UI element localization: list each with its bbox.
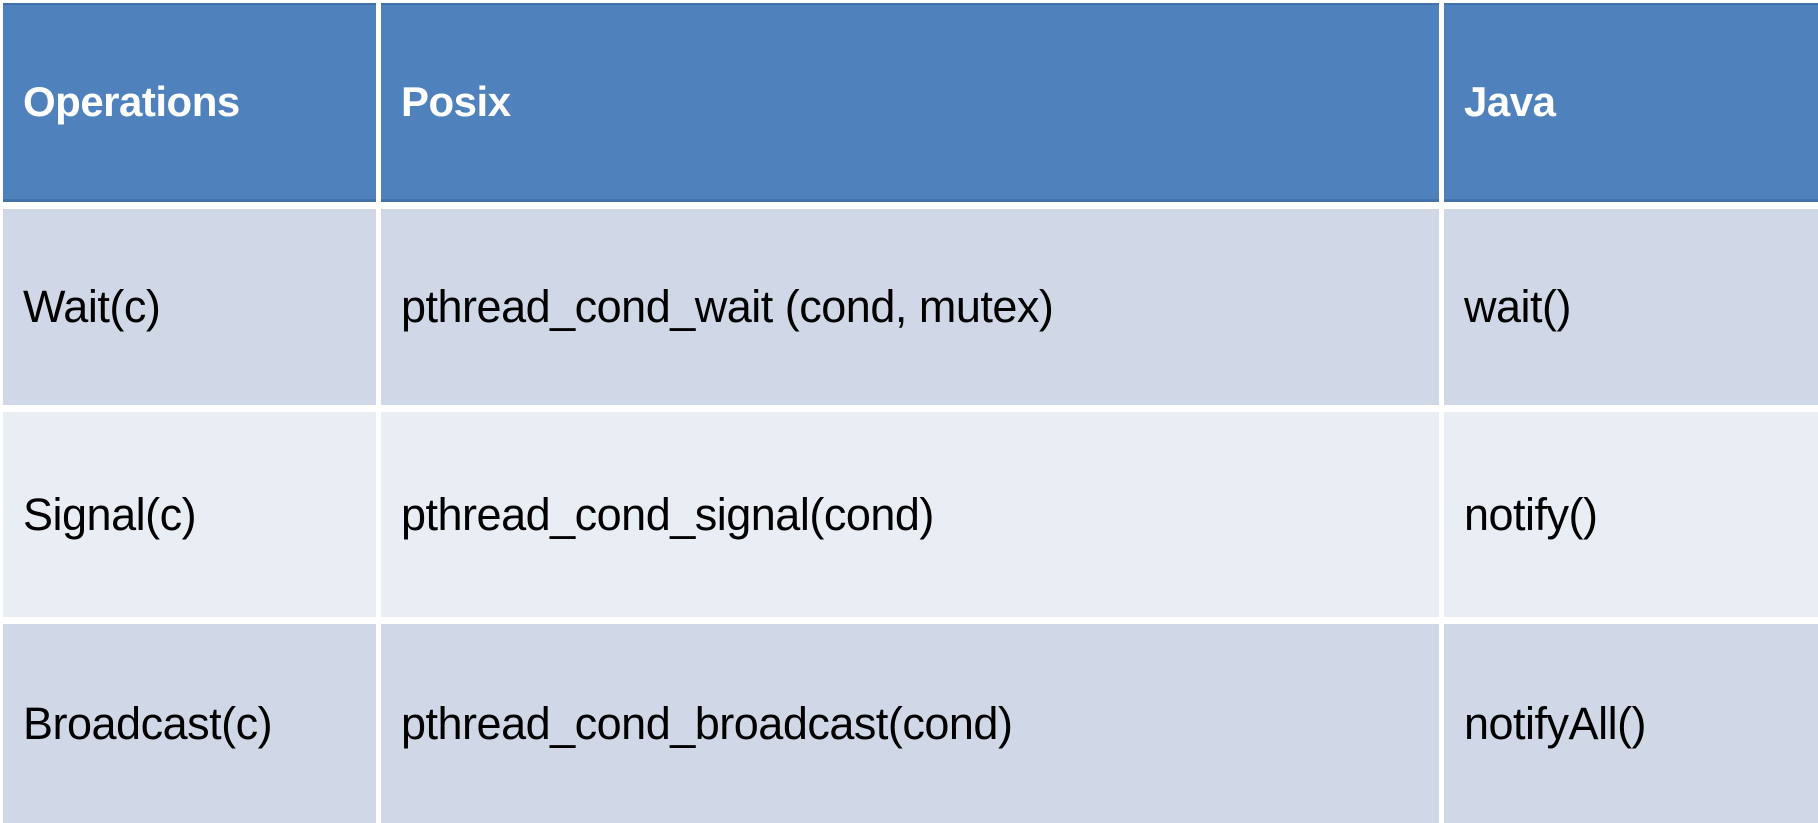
header-label-java: Java — [1464, 78, 1556, 125]
cell-text-broadcast-posix: pthread_cond_broadcast(cond) — [401, 697, 1013, 749]
header-label-posix: Posix — [401, 78, 511, 125]
cell-text-broadcast-operation: Broadcast(c) — [23, 697, 273, 749]
header-label-operations: Operations — [23, 78, 240, 125]
cell-wait-java: wait() — [1444, 209, 1818, 405]
cell-text-wait-operation: Wait(c) — [23, 281, 161, 332]
cell-broadcast-posix: pthread_cond_broadcast(cond) — [381, 624, 1439, 823]
cell-text-wait-posix: pthread_cond_wait (cond, mutex) — [401, 281, 1054, 332]
cell-text-wait-java: wait() — [1464, 281, 1572, 332]
cell-broadcast-operation: Broadcast(c) — [3, 624, 376, 823]
header-cell-posix: Posix — [381, 3, 1439, 202]
header-cell-operations: Operations — [3, 3, 376, 202]
cell-text-signal-posix: pthread_cond_signal(cond) — [401, 488, 934, 540]
cell-broadcast-java: notifyAll() — [1444, 624, 1818, 823]
cell-text-broadcast-java: notifyAll() — [1464, 697, 1647, 749]
cell-signal-java: notify() — [1444, 412, 1818, 617]
cell-signal-operation: Signal(c) — [3, 412, 376, 617]
cell-wait-posix: pthread_cond_wait (cond, mutex) — [381, 209, 1439, 405]
cell-wait-operation: Wait(c) — [3, 209, 376, 405]
header-cell-java: Java — [1444, 3, 1818, 202]
cell-signal-posix: pthread_cond_signal(cond) — [381, 412, 1439, 617]
cell-text-signal-operation: Signal(c) — [23, 488, 197, 540]
cell-text-signal-java: notify() — [1464, 488, 1598, 540]
